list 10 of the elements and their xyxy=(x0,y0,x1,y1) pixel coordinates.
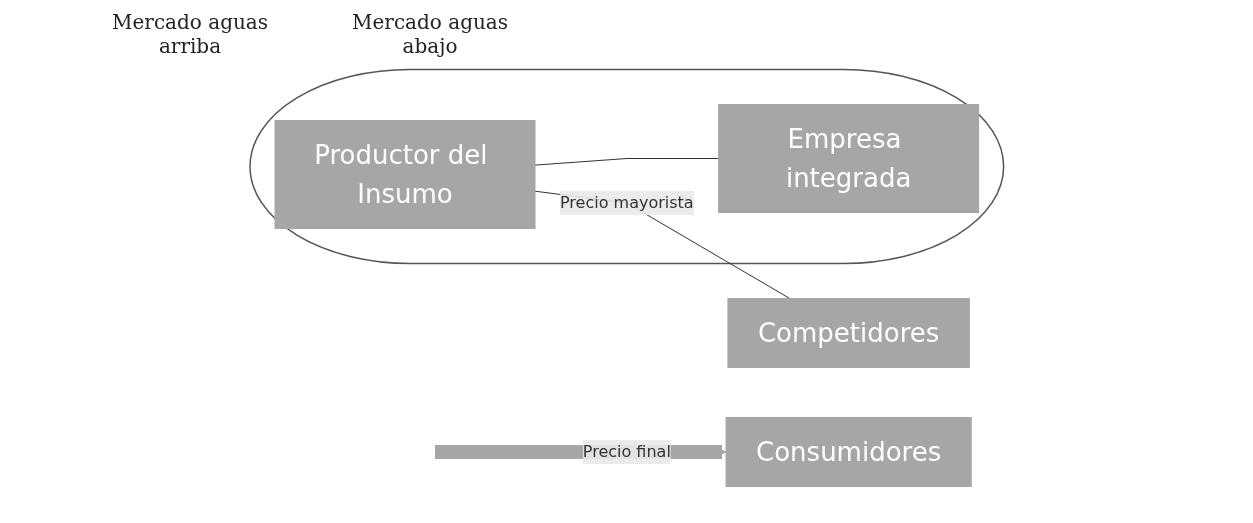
column-heading: Mercado aguas arriba xyxy=(111,10,269,58)
node-box: Consumidores xyxy=(725,417,972,487)
connector xyxy=(534,190,790,299)
connector xyxy=(534,158,719,166)
node-box: Productor del Insumo xyxy=(274,120,536,229)
node-box: Competidores xyxy=(727,298,970,368)
node-box: Empresa integrada xyxy=(717,104,979,213)
edge-label: Precio final xyxy=(582,442,671,461)
column-heading: Mercado aguas abajo xyxy=(351,10,509,58)
edge-label: Precio mayorista xyxy=(559,193,694,212)
